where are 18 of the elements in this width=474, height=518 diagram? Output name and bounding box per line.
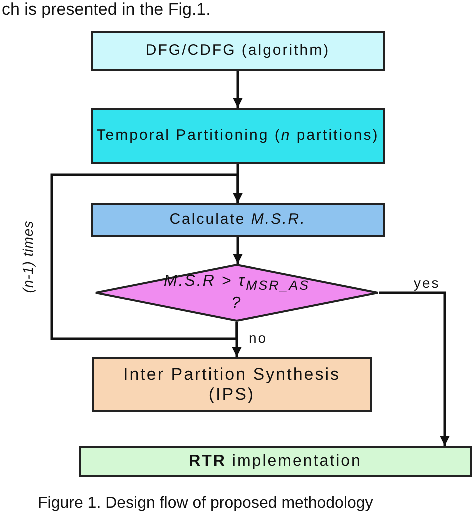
node-text: DFG/CDFG (algorithm) xyxy=(146,42,330,60)
node-text: Inter Partition Synthesis (IPS) xyxy=(122,364,342,404)
figure-caption: Figure 1. Design flow of proposed methodology xyxy=(38,495,374,513)
edge-label: (n-1) times xyxy=(20,220,36,294)
node-text: Temporal Partitioning (n partitions) xyxy=(96,127,380,145)
process-box xyxy=(92,357,372,412)
body-text: ch is presented in the Fig.1. xyxy=(2,0,211,20)
process-box xyxy=(91,108,385,164)
arrow xyxy=(379,292,450,446)
node-text: M.S.R > τ$_{MSR_AS}$ ? xyxy=(163,272,311,314)
arrow xyxy=(50,174,243,340)
process-box xyxy=(91,203,385,237)
arrow xyxy=(233,71,243,108)
node-text: RTR implementation xyxy=(189,452,362,470)
process-box xyxy=(91,31,385,71)
process-box xyxy=(79,446,472,477)
arrow xyxy=(233,237,243,264)
node-text: Calculate M.S.R. xyxy=(170,211,306,229)
